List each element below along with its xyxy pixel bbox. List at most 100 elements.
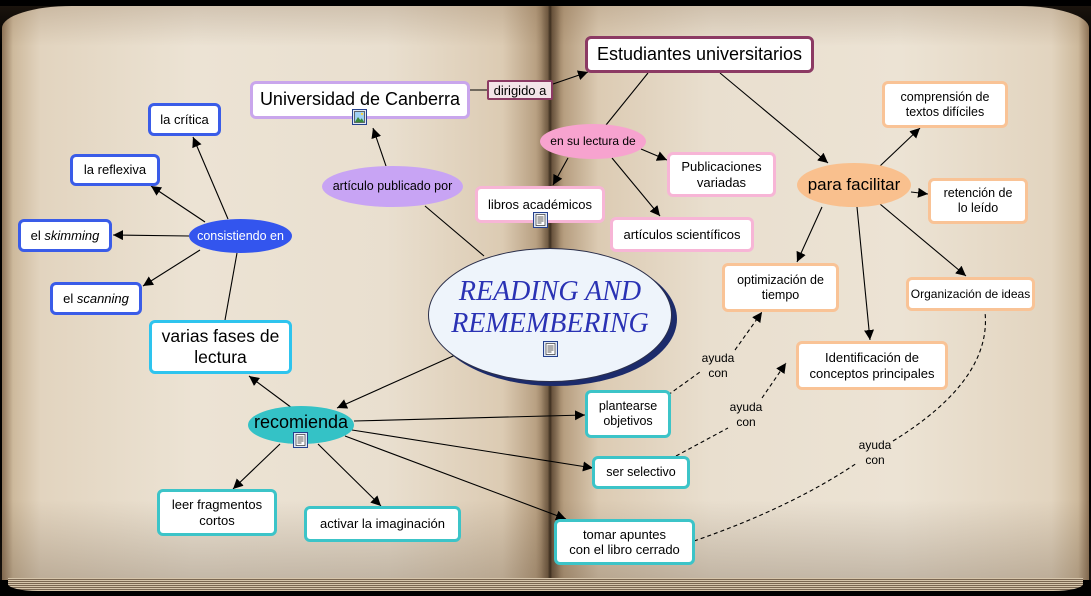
concept-el-scanning: el scanning <box>50 282 142 315</box>
concept-text-prefix: el <box>63 290 74 306</box>
linking-phrase-articulo-publicado-por: artículo publicado por <box>322 166 463 207</box>
linking-phrase-text: ayuda <box>701 351 735 365</box>
linking-phrase-ayuda-con: ayuda con <box>853 438 897 468</box>
linking-phrase-text: con <box>865 453 885 467</box>
concept-retencion-de-lo-leido: retención de lo leído <box>928 178 1028 224</box>
linking-phrase-text: recomienda <box>253 412 349 433</box>
connector-recomienda-to-tomar-apuntes <box>344 435 567 521</box>
concept-text: lo leído <box>957 201 999 215</box>
concept-la-reflexiva: la reflexiva <box>70 154 160 186</box>
connector-ayuda-con-to-organizacion <box>892 311 987 442</box>
linking-phrase-ayuda-con: ayuda con <box>724 400 768 430</box>
concept-text: la crítica <box>160 111 209 127</box>
connector-varias-fases-to-consistiendo-en <box>224 252 238 321</box>
concept-text: comprensión de <box>900 89 990 104</box>
connector-ser-selectivo-to-ayuda-con <box>675 427 729 457</box>
concept-plantearse-objetivos: plantearse objetivos <box>585 390 671 438</box>
concept-text: tomar apuntes <box>582 526 667 542</box>
connector-articulo-publicado-por-to-universidad <box>371 127 387 167</box>
concept-text: Publicaciones <box>681 159 762 175</box>
concept-optimizacion-de-tiempo: optimización de tiempo <box>722 263 839 312</box>
linking-phrase-consistiendo-en: consistiendo en <box>189 219 292 253</box>
concept-activar-la-imaginacion: activar la imaginación <box>304 506 461 542</box>
connector-recomienda-to-ser-selectivo <box>351 429 594 472</box>
linking-phrase-para-facilitar: para facilitar <box>797 163 911 207</box>
concept-comprension-de-textos: comprensión de textos difíciles <box>882 81 1008 128</box>
linking-phrase-ayuda-con: ayuda con <box>696 351 740 381</box>
concept-estudiantes-universitarios: Estudiantes universitarios <box>585 36 814 73</box>
connector-estudiantes-to-en-su-lectura-de <box>605 72 649 126</box>
concept-tomar-apuntes: tomar apuntes con el libro cerrado <box>554 519 695 565</box>
connector-en-su-lectura-to-publicaciones <box>640 148 668 161</box>
connector-consistiendo-to-la-reflexiva <box>150 185 206 223</box>
linking-phrase-text: artículo publicado por <box>332 179 453 194</box>
linking-phrase-text: con <box>736 415 756 429</box>
concept-text: textos difíciles <box>905 104 985 119</box>
linking-phrase-text: con <box>708 366 728 380</box>
concept-el-skimming: el skimming <box>18 219 112 252</box>
concept-text: Identificación de <box>825 350 919 366</box>
concept-text: Organización de ideas <box>910 286 1031 301</box>
concept-text: tiempo <box>761 287 800 302</box>
document-resource-icon[interactable] <box>533 212 548 228</box>
connector-consistiendo-to-el-skimming <box>112 230 190 241</box>
concept-leer-fragmentos-cortos: leer fragmentos cortos <box>157 489 277 536</box>
concept-text-prefix: el <box>30 227 41 243</box>
concept-text: optimización de <box>737 272 824 287</box>
concept-identificacion-de-conceptos: Identificación de conceptos principales <box>796 341 948 390</box>
book-page-edges <box>8 578 1083 591</box>
connector-para-facilitar-to-identificacion <box>856 206 875 341</box>
linking-phrase-en-su-lectura-de: en su lectura de <box>540 124 646 159</box>
concept-text: objetivos <box>603 414 653 428</box>
concept-text: conceptos principales <box>809 365 935 381</box>
connector-para-facilitar-to-comprension <box>879 127 921 167</box>
concept-varias-fases-de-lectura: varias fases de lectura <box>149 320 292 374</box>
concept-text: artículos scientíficos <box>623 226 741 242</box>
linking-phrase-text: consistiendo en <box>197 228 284 243</box>
connector-para-facilitar-to-organizacion <box>879 203 967 277</box>
connector-consistiendo-to-el-scanning <box>142 249 201 287</box>
connector-recomienda-to-activar-imaginacion <box>317 443 382 507</box>
concept-text-term: skimming <box>44 227 100 243</box>
linking-phrase-text: en su lectura de <box>550 134 636 149</box>
connector-tomar-apuntes-to-ayuda-con <box>693 462 858 542</box>
connector-recomienda-to-plantearse <box>353 410 586 422</box>
concept-text: libros académicos <box>487 196 593 212</box>
document-resource-icon[interactable] <box>293 432 308 448</box>
concept-organizacion-de-ideas: Organización de ideas <box>906 277 1035 311</box>
connector-dirigido-a-to-estudiantes <box>552 70 589 85</box>
connector-para-facilitar-to-optimizacion <box>796 206 823 263</box>
connector-para-facilitar-to-retencion <box>910 187 929 198</box>
concept-text: variadas <box>696 174 747 190</box>
root-concept-title-line: REMEMBERING <box>451 308 649 339</box>
connector-en-su-lectura-to-articulos <box>611 157 661 217</box>
linking-phrase-dirigido-a: dirigido a <box>487 80 553 100</box>
concept-text: ser selectivo <box>606 465 676 480</box>
concept-text: cortos <box>199 512 235 528</box>
concept-text: varias fases de <box>161 326 280 347</box>
connector-recomienda-to-varias-fases <box>248 375 293 409</box>
concept-text: Estudiantes universitarios <box>596 43 803 64</box>
connector-reading-to-articulo-publicado-por <box>424 205 485 257</box>
concept-articulos-cientificos: artículos scientíficos <box>610 217 754 252</box>
connector-reading-to-recomienda <box>336 351 463 409</box>
concept-text: Universidad de Canberra <box>259 89 461 110</box>
linking-phrase-text: para facilitar <box>807 174 901 194</box>
linking-phrase-text: dirigido a <box>493 82 547 98</box>
concept-text: con el libro cerrado <box>569 542 680 557</box>
concept-la-critica: la crítica <box>148 103 221 136</box>
connector-recomienda-to-leer-fragmentos <box>232 443 281 490</box>
concept-text-term: scanning <box>76 290 129 306</box>
connector-consistiendo-to-la-critica <box>192 136 229 220</box>
image-resource-icon[interactable] <box>352 109 367 125</box>
connector-en-su-lectura-to-libros <box>552 157 569 186</box>
concept-ser-selectivo: ser selectivo <box>592 456 690 489</box>
connector-ayuda-con-to-identificacion <box>761 362 787 399</box>
concept-text: la reflexiva <box>83 162 147 178</box>
concept-text: plantearse <box>598 399 658 414</box>
document-resource-icon[interactable] <box>543 341 558 357</box>
concept-text: leer fragmentos <box>171 497 263 513</box>
linking-phrase-text: ayuda <box>858 438 892 452</box>
